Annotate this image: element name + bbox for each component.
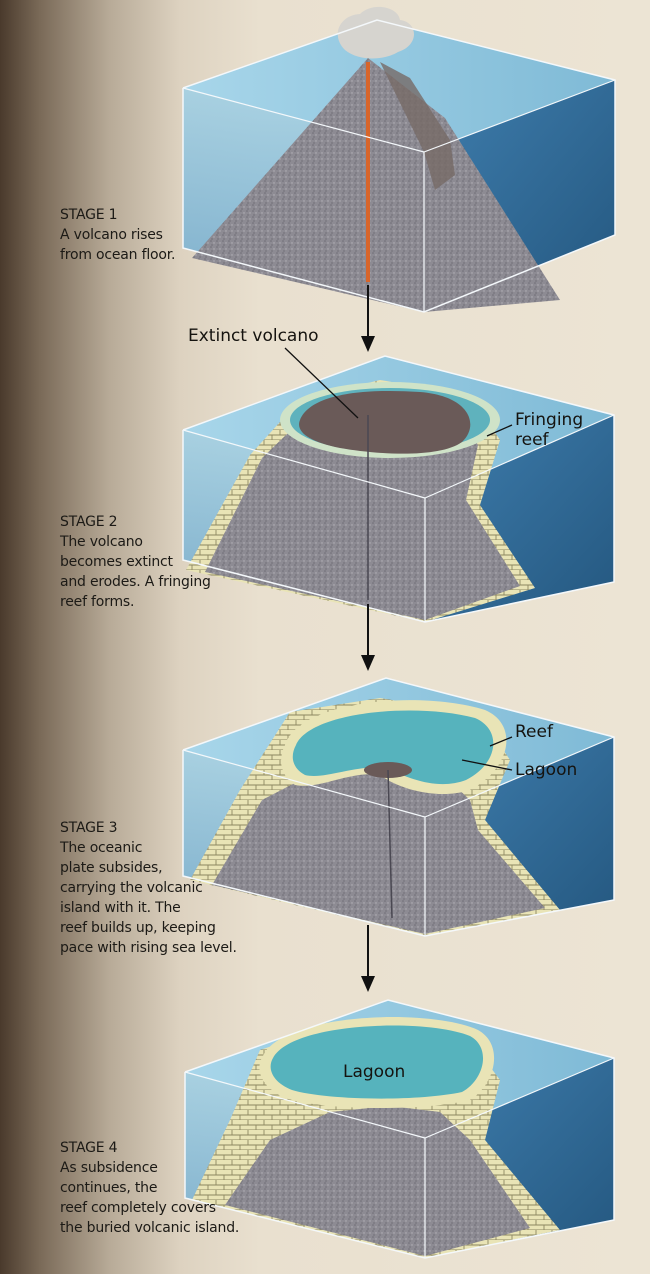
stage-1-caption: A volcano rises from ocean floor. xyxy=(60,225,175,265)
stage-3-caption: The oceanic plate subsides, carrying the… xyxy=(60,838,237,958)
stage-1-title: STAGE 1 xyxy=(60,205,175,225)
stage-2-label: STAGE 2 The volcano becomes extinct and … xyxy=(60,512,211,612)
stage-4-title: STAGE 4 xyxy=(60,1138,239,1158)
stage-4-label: STAGE 4 As subsidence continues, the ree… xyxy=(60,1138,239,1238)
stage-3-label: STAGE 3 The oceanic plate subsides, carr… xyxy=(60,818,237,958)
fringing-reef-callout: Fringing reef xyxy=(515,410,583,450)
stage-1-label: STAGE 1 A volcano rises from ocean floor… xyxy=(60,205,175,265)
stage-4-caption: As subsidence continues, the reef comple… xyxy=(60,1158,239,1238)
lagoon-callout-stage-3: Lagoon xyxy=(515,760,577,780)
lagoon-callout-stage-4: Lagoon xyxy=(343,1062,405,1082)
stage-2-title: STAGE 2 xyxy=(60,512,211,532)
reef-callout: Reef xyxy=(515,722,553,742)
extinct-volcano-callout: Extinct volcano xyxy=(188,326,319,346)
stage-2-caption: The volcano becomes extinct and erodes. … xyxy=(60,532,211,612)
stage-3-title: STAGE 3 xyxy=(60,818,237,838)
